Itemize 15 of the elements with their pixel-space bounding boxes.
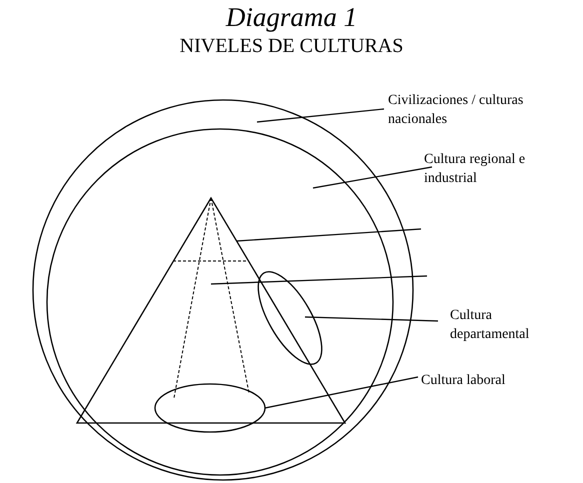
diagram-subtitle: NIVELES DE CULTURAS <box>178 34 404 58</box>
diagram-title: Diagrama 1 <box>224 2 358 32</box>
work-ellipse <box>154 383 266 433</box>
leader-line <box>304 316 438 322</box>
leader-line <box>256 108 384 123</box>
level-label: Cultura laboral <box>421 371 541 390</box>
department-ellipse <box>258 271 322 365</box>
level-label: Cultura regional e industrial <box>424 150 574 188</box>
leader-line <box>264 376 418 409</box>
leader-line <box>236 228 422 242</box>
leader-line <box>312 166 432 189</box>
inner-circle <box>46 128 394 476</box>
pyramid-triangle <box>76 196 346 424</box>
level-label: Cultura departamental <box>450 306 570 344</box>
level-label: Civilizaciones / culturas nacionales <box>388 91 558 129</box>
